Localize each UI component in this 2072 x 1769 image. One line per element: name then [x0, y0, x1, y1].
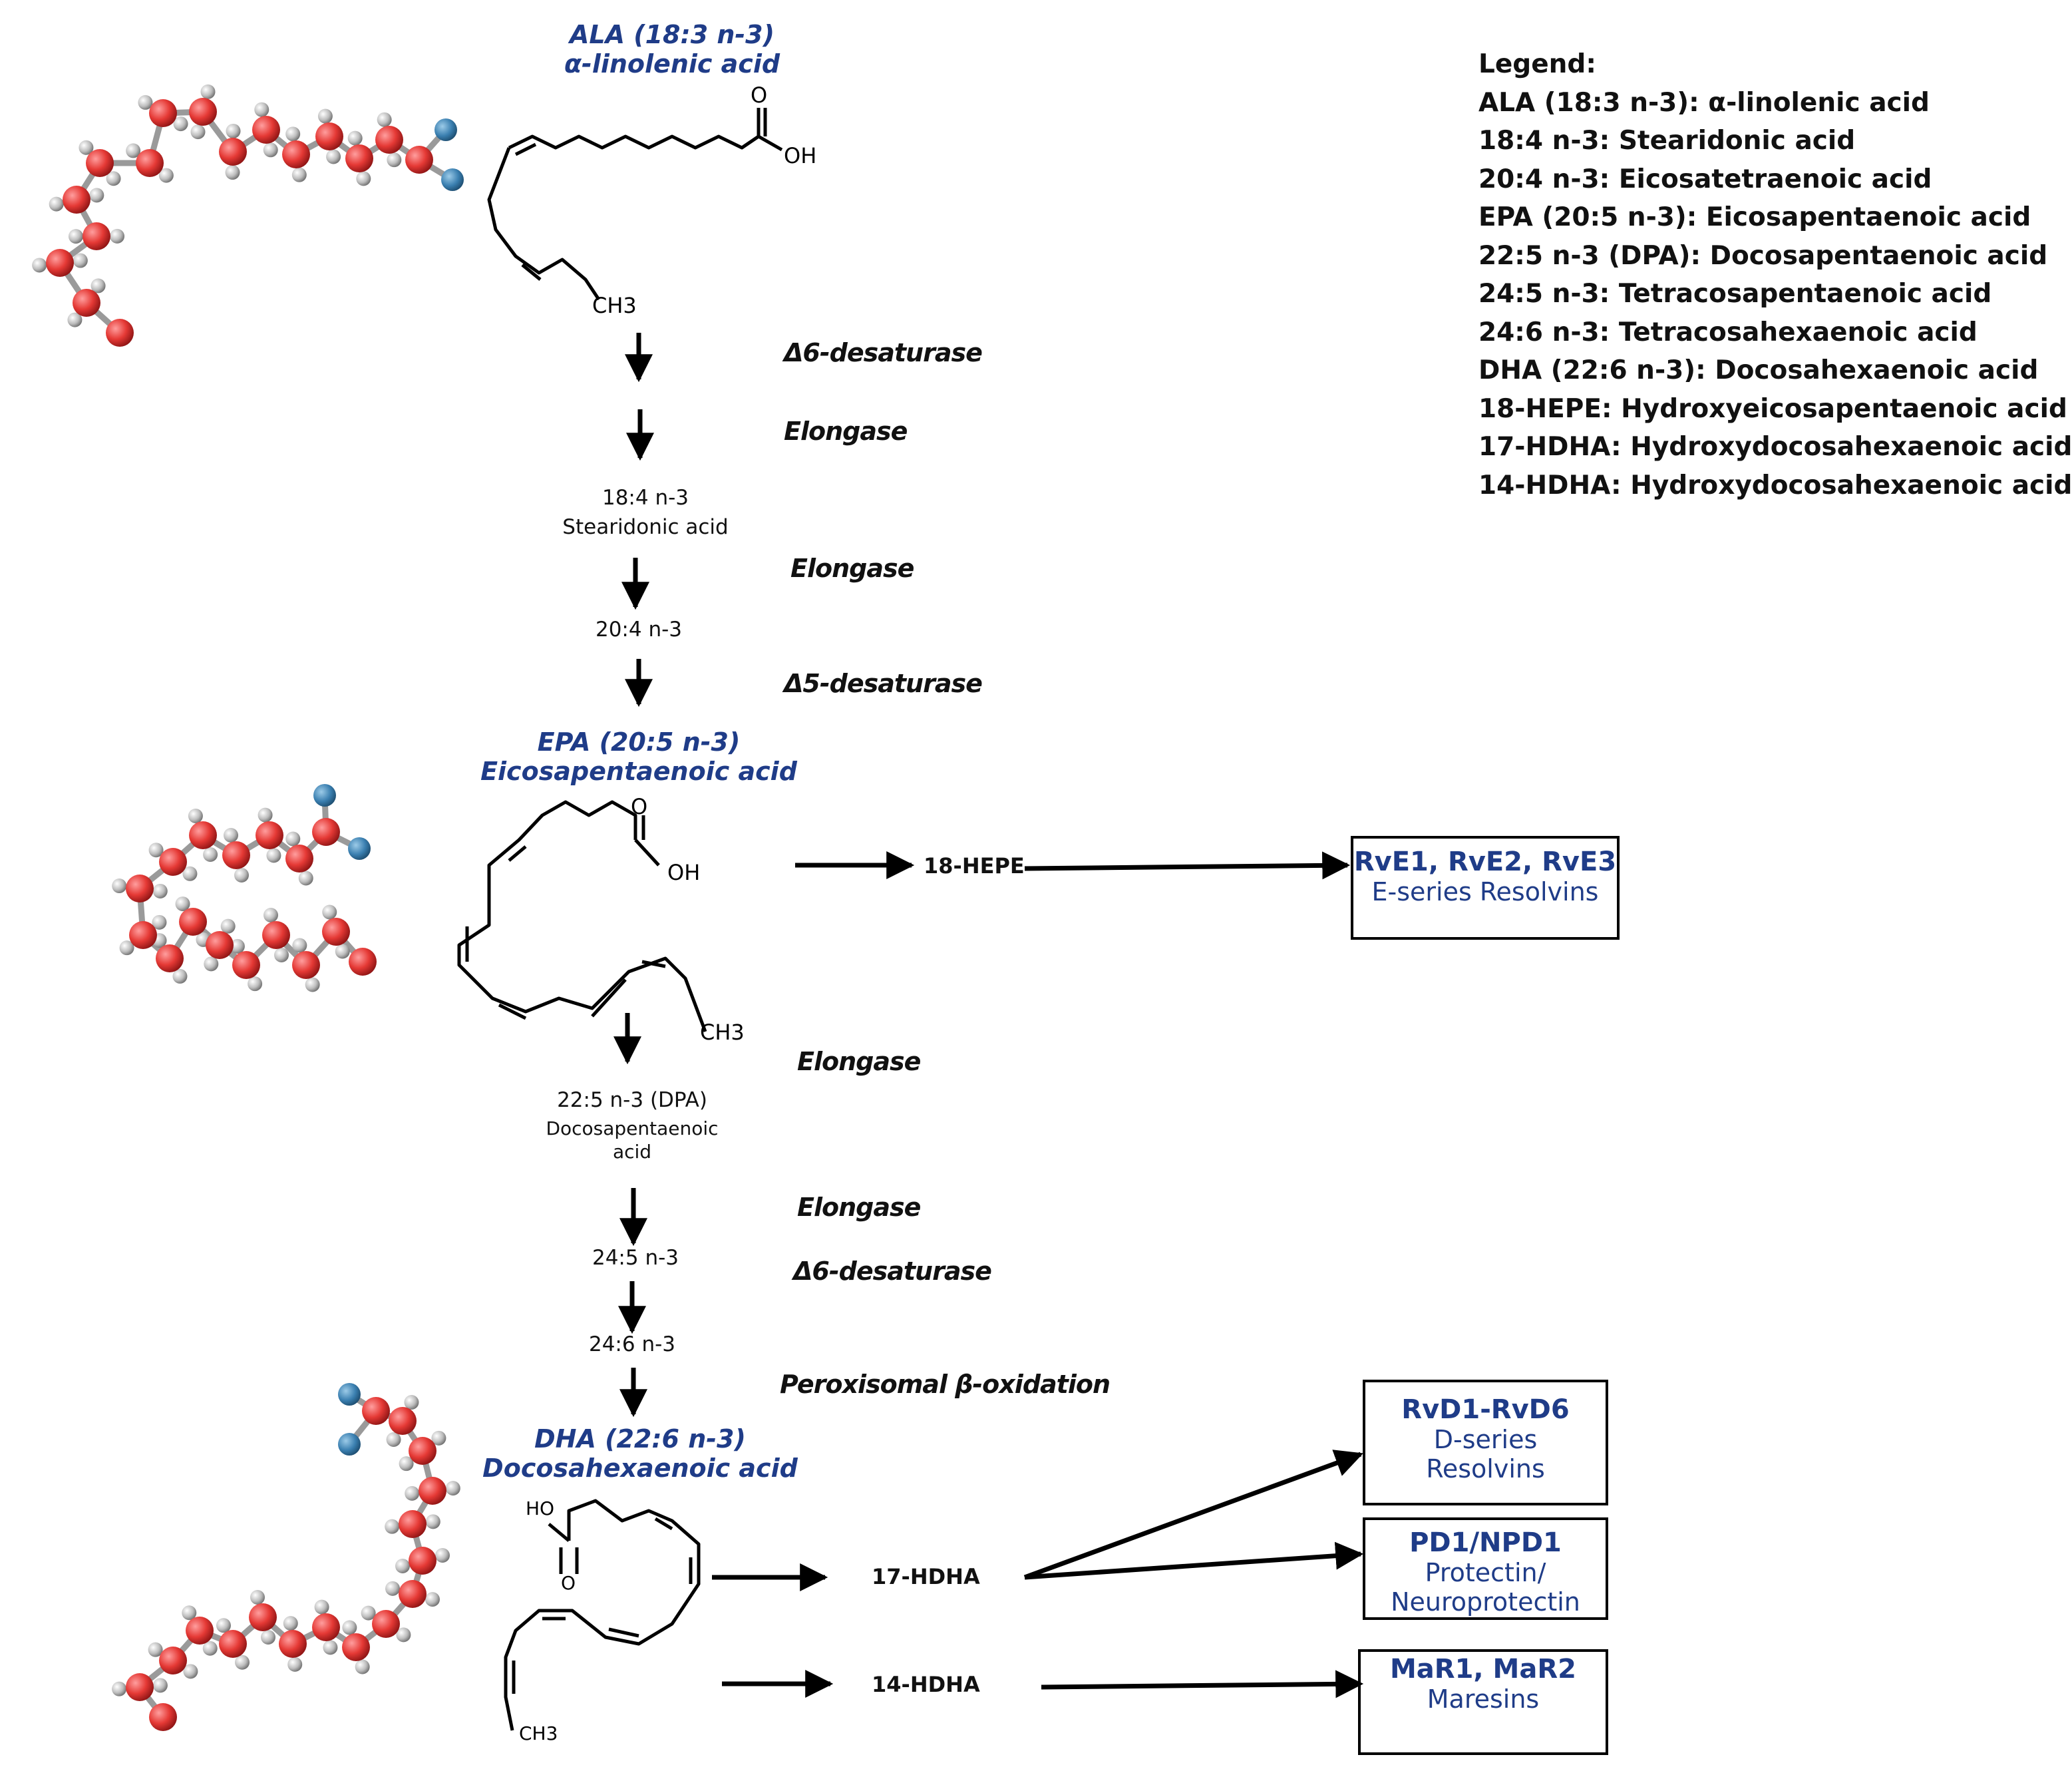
legend-item: 18-HEPE: Hydroxyeicosapentaenoic acid — [1478, 393, 2067, 424]
pd1-box-frame — [1363, 1517, 1608, 1620]
mar-subtitle: Maresins — [1427, 1684, 1540, 1714]
pd1-subtitle-2: Neuroprotectin — [1391, 1587, 1580, 1617]
rvd-title: RvD1-RvD6 — [1401, 1394, 1570, 1425]
legend-item: 22:5 n-3 (DPA): Docosapentaenoic acid — [1478, 240, 2048, 271]
intermediate-sda: 18:4 n-3 Stearidonic acid — [539, 486, 752, 539]
rvd-subtitle-2: Resolvins — [1426, 1454, 1545, 1483]
epa-molecule-model — [112, 784, 377, 992]
mediator-14-hdha: 14-HDHA — [872, 1672, 980, 1697]
ala-label: ALA (18:3 n-3) α-linolenic acid — [559, 20, 785, 79]
legend: Legend: ALA (18:3 n-3): α-linolenic acid… — [1478, 45, 2072, 504]
legend-item: 20:4 n-3: Eicosatetraenoic acid — [1478, 164, 1932, 194]
mediator-17-hdha: 17-HDHA — [872, 1564, 980, 1589]
pathway-arrows — [613, 333, 1364, 1698]
epa-name: Eicosapentaenoic acid — [480, 757, 797, 786]
enzyme-elongase-2: Elongase — [790, 554, 914, 583]
legend-item: 17-HDHA: Hydroxydocosahexaenoic acid — [1478, 432, 2072, 462]
intermediate-eta: 20:4 n-3 — [595, 618, 683, 642]
ala-molecule-model — [32, 84, 464, 347]
pd1-title: PD1/NPD1 — [1409, 1527, 1562, 1558]
mar-box-frame — [1358, 1649, 1608, 1755]
dpa-name-line1: Docosapentaenoic — [546, 1117, 719, 1139]
ala-short: ALA (18:3 n-3) — [569, 20, 775, 49]
intermediate-dpa: 22:5 n-3 (DPA) Docosapentaenoic acid — [526, 1088, 739, 1163]
legend-title: Legend: — [1478, 49, 1596, 79]
intermediate-tha: 24:6 n-3 — [588, 1332, 676, 1356]
enzyme-elongase-3: Elongase — [797, 1047, 921, 1076]
legend-item: 14-HDHA: Hydroxydocosahexaenoic acid — [1478, 470, 2072, 500]
dha-ho-label: HO — [526, 1497, 555, 1519]
dha-name: Docosahexaenoic acid — [482, 1454, 798, 1483]
legend-item: 18:4 n-3: Stearidonic acid — [1478, 126, 1856, 156]
ala-oh-label: OH — [784, 143, 817, 168]
rvd-box-frame — [1363, 1380, 1608, 1505]
enzyme-d6-desaturase-2: Δ6-desaturase — [793, 1257, 992, 1286]
enzyme-elongase-1: Elongase — [784, 417, 908, 446]
legend-item: EPA (20:5 n-3): Eicosapentaenoic acid — [1478, 202, 2031, 232]
enzyme-elongase-4: Elongase — [797, 1193, 921, 1222]
mar-title: MaR1, MaR2 — [1390, 1654, 1576, 1684]
epa-label: EPA (20:5 n-3) Eicosapentaenoic acid — [479, 727, 798, 786]
epa-oxygen-label: O — [631, 794, 648, 819]
dha-ch3-label: CH3 — [519, 1722, 558, 1744]
sda-short: 18:4 n-3 — [602, 486, 689, 510]
dha-oxygen-label: O — [561, 1572, 576, 1594]
ala-oxygen-label: O — [751, 83, 768, 108]
rve-subtitle: E-series Resolvins — [1371, 877, 1599, 906]
legend-item: ALA (18:3 n-3): α-linolenic acid — [1478, 87, 1930, 118]
ala-ch3-label: CH3 — [592, 293, 637, 318]
pd1-subtitle-1: Protectin/ — [1425, 1558, 1546, 1587]
rvd-subtitle-1: D-series — [1433, 1425, 1538, 1454]
box-rve-text: RvE1, RvE2, RvE3 E-series Resolvins — [1352, 847, 1618, 906]
enzyme-d5-desaturase: Δ5-desaturase — [784, 669, 983, 698]
rve-title: RvE1, RvE2, RvE3 — [1353, 847, 1617, 877]
legend-item: DHA (22:6 n-3): Docosahexaenoic acid — [1478, 355, 2039, 385]
box-pd1-text: PD1/NPD1 Protectin/ Neuroprotectin — [1364, 1527, 1607, 1617]
epa-ch3-label: CH3 — [700, 1020, 745, 1045]
rve-box-frame — [1351, 836, 1620, 940]
ala-name: α-linolenic acid — [564, 49, 780, 79]
legend-item: 24:6 n-3: Tetracosahexaenoic acid — [1478, 317, 1978, 347]
enzyme-peroxisomal-beta-oxidation: Peroxisomal β-oxidation — [780, 1370, 1111, 1399]
box-mar-text: MaR1, MaR2 Maresins — [1359, 1654, 1607, 1714]
epa-oh-label: OH — [667, 860, 701, 885]
dha-molecule-model — [112, 1383, 460, 1731]
dha-skeletal-structure — [504, 1499, 701, 1731]
dha-label: DHA (22:6 n-3) Docosahexaenoic acid — [480, 1424, 800, 1483]
epa-skeletal-structure — [457, 800, 707, 1032]
dpa-short: 22:5 n-3 (DPA) — [557, 1088, 707, 1112]
dha-short: DHA (22:6 n-3) — [534, 1424, 746, 1454]
mediator-18-hepe: 18-HEPE — [924, 853, 1025, 879]
box-rvd-text: RvD1-RvD6 D-series Resolvins — [1364, 1394, 1607, 1483]
intermediate-tpa: 24:5 n-3 — [592, 1246, 679, 1270]
enzyme-d6-desaturase-1: Δ6-desaturase — [784, 338, 983, 367]
epa-short: EPA (20:5 n-3) — [537, 727, 741, 757]
ala-skeletal-structure — [487, 108, 783, 301]
sda-name: Stearidonic acid — [562, 515, 729, 539]
dpa-name-line2: acid — [612, 1141, 652, 1163]
product-boxes — [1351, 836, 1620, 1755]
legend-item: 24:5 n-3: Tetracosapentaenoic acid — [1478, 279, 1992, 309]
